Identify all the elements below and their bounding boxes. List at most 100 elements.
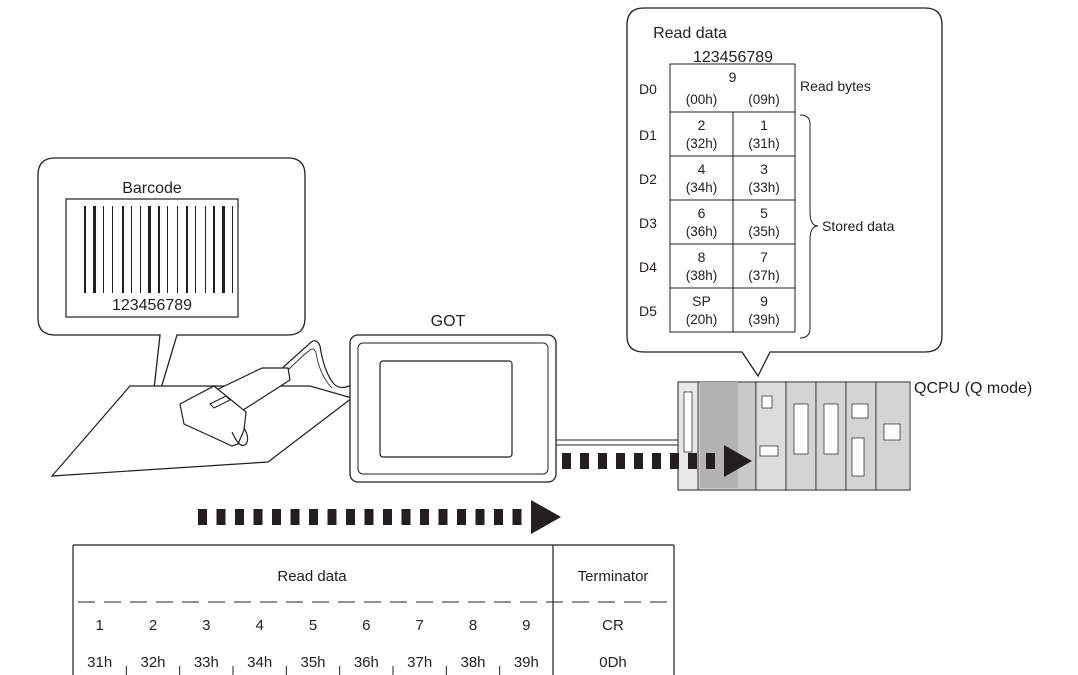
plc-module-details [683, 391, 901, 477]
arrow-dash [652, 453, 661, 469]
memory-lower-hex: (09h) [748, 92, 780, 107]
arrow-dash [512, 509, 522, 525]
arrow-dash [253, 509, 263, 525]
arrow-dash [598, 453, 607, 469]
arrow-dash [670, 453, 679, 469]
memory-upper-char: 6 [698, 205, 706, 221]
barcode-bar [131, 206, 132, 293]
frame-char-cell: 7 [415, 617, 423, 634]
memory-device-label: D0 [639, 81, 657, 97]
got-label: GOT [431, 313, 466, 330]
barcode-callout: Barcode 123456789 [37, 157, 306, 426]
scanner-cable [277, 340, 357, 389]
frame-code-cell: 38h [460, 654, 485, 671]
arrow-head [531, 500, 561, 534]
memory-title: Read data [653, 25, 727, 42]
barcode-title: Barcode [122, 180, 182, 197]
arrow-dash [401, 509, 411, 525]
frame-char-cell: 4 [255, 617, 263, 634]
memory-upper-hex: (00h) [686, 92, 718, 107]
frame-code-cell: 39h [514, 654, 539, 671]
arrow-dash [562, 453, 571, 469]
memory-upper-hex: (20h) [686, 312, 718, 327]
arrow-dash [216, 509, 226, 525]
arrow-barcode-to-got [198, 500, 561, 534]
memory-device-label: D2 [639, 171, 657, 187]
arrow-dash [327, 509, 337, 525]
memory-device-label: D5 [639, 303, 657, 319]
arrow-dash [457, 509, 466, 525]
barcode-bar [122, 206, 124, 293]
barcode-bar [140, 206, 141, 293]
arrow-dash [475, 509, 485, 525]
arrow-dash [420, 509, 429, 525]
frame-code-cell: 34h [247, 654, 272, 671]
memory-lower-char: 3 [760, 161, 768, 177]
frame-code-cell: 35h [300, 654, 325, 671]
barcode-bar [112, 206, 113, 293]
frame-code-cell: 33h [194, 654, 219, 671]
arrow-dash [272, 509, 281, 525]
barcode-bar [232, 206, 233, 293]
memory-table: D09(00h)(09h)D12(32h)1(31h)D24(34h)3(33h… [639, 63, 796, 333]
frame-char-cell: 8 [469, 617, 477, 634]
barcode-bar [213, 206, 215, 293]
got-screen [379, 360, 513, 458]
memory-lower-hex: (39h) [748, 312, 780, 327]
stored-data-brace [799, 114, 819, 339]
barcode-bar [195, 206, 196, 293]
frame-char-cell: 6 [362, 617, 370, 634]
arrow-got-to-plc [562, 445, 752, 477]
read-bytes-label: Read bytes [800, 78, 871, 94]
frame-char-cell: 3 [202, 617, 210, 634]
got-unit: GOT [349, 313, 557, 483]
barcode-bar [222, 206, 225, 293]
scanner-trigger [231, 427, 249, 447]
arrow-dash [235, 509, 244, 525]
memory-upper-char: 2 [698, 117, 706, 133]
memory-lower-char: 5 [760, 205, 768, 221]
arrow-dash [616, 453, 625, 469]
plc-label: QCPU (Q mode) [914, 380, 1032, 397]
memory-read-bytes-value: 9 [729, 69, 737, 85]
frame-terminator-code: 0Dh [599, 654, 627, 671]
memory-lower-char: 7 [760, 249, 768, 265]
memory-lower-hex: (33h) [748, 180, 780, 195]
arrow-dash [198, 509, 207, 525]
scanner-cable-inner [283, 348, 333, 389]
arrow-dash [580, 453, 589, 469]
memory-upper-char: SP [692, 293, 711, 309]
arrow-dash [346, 509, 355, 525]
barcode-bar [186, 206, 188, 293]
memory-device-label: D1 [639, 127, 657, 143]
arrow-dash [688, 453, 697, 469]
frame-char-cell: 9 [522, 617, 530, 634]
memory-lower-hex: (35h) [748, 224, 780, 239]
stored-data-label: Stored data [822, 218, 895, 234]
arrow-dash [383, 509, 392, 525]
barcode-digits: 123456789 [112, 297, 192, 314]
arrow-dash [309, 509, 318, 525]
barcode-bar [158, 206, 160, 293]
memory-upper-hex: (38h) [686, 268, 718, 283]
memory-value: 123456789 [693, 49, 773, 66]
memory-lower-hex: (37h) [748, 268, 780, 283]
scanner-window [209, 395, 231, 409]
frame-code-cell: 37h [407, 654, 432, 671]
barcode-bar [84, 206, 86, 293]
got-plc-cable [556, 439, 682, 446]
frame-table: Read data Terminator 131h232h333h434h535… [72, 544, 675, 675]
barcode-bar [167, 206, 168, 293]
arrow-dash [290, 509, 300, 525]
barcode-scanner [50, 340, 357, 477]
frame-code-cell: 32h [140, 654, 165, 671]
frame-terminator-char: CR [602, 617, 624, 634]
barcode-bar [148, 206, 151, 293]
memory-upper-hex: (32h) [686, 136, 718, 151]
plc-rack [677, 381, 911, 491]
barcode-bar [103, 206, 104, 293]
arrow-dash [706, 453, 715, 469]
memory-upper-char: 4 [698, 161, 706, 177]
memory-lower-char: 9 [760, 293, 768, 309]
